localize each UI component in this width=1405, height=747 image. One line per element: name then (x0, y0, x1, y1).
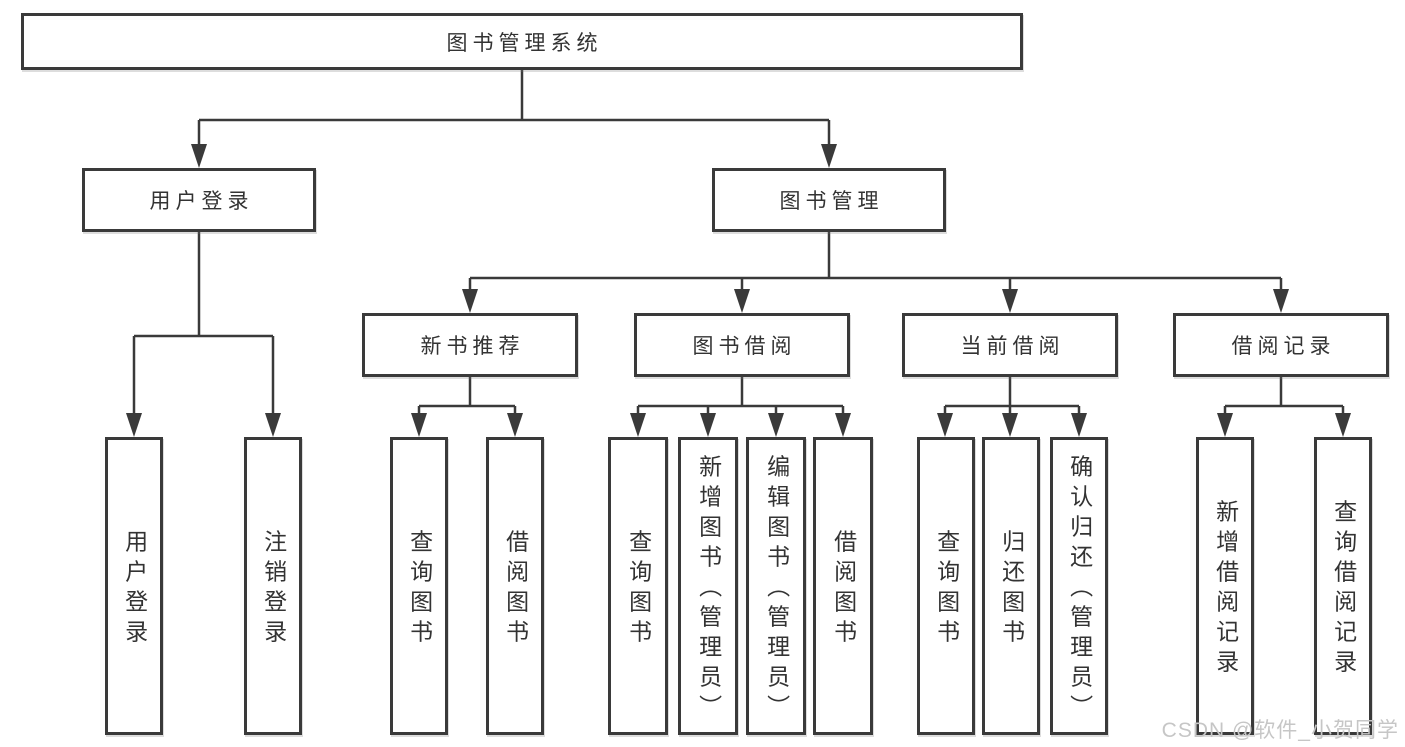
leaf-query-books-borrow: 查询图书 (608, 437, 668, 735)
node-new-book-recommend-label: 新书推荐 (420, 335, 525, 358)
arrow-down-icon (462, 289, 478, 313)
arrow-down-icon (835, 413, 851, 437)
arrow-down-icon (126, 413, 142, 437)
arrow-down-icon (1217, 413, 1233, 437)
connector-records-children (1217, 377, 1351, 437)
connector-current-children (937, 377, 1087, 437)
node-book-management: 图书管理 (712, 168, 946, 232)
arrow-down-icon (821, 144, 837, 168)
leaf-confirm-return-admin: 确认归还（管理员） (1050, 437, 1108, 735)
leaf-query-borrow-record: 查询借阅记录 (1314, 437, 1372, 735)
leaf-user-login-label: 用户登录 (121, 529, 148, 650)
node-current-borrow-label: 当前借阅 (960, 335, 1065, 358)
arrow-down-icon (191, 144, 207, 168)
leaf-return-book: 归还图书 (982, 437, 1040, 735)
node-library-system: 图书管理系统 (21, 13, 1023, 70)
leaf-query-books-borrow-label: 查询图书 (625, 529, 652, 650)
arrow-down-icon (734, 289, 750, 313)
leaf-logout-label: 注销登录 (260, 529, 287, 650)
node-book-borrow-label: 图书借阅 (692, 335, 797, 358)
leaf-query-borrow-record-label: 查询借阅记录 (1330, 499, 1357, 680)
node-user-login: 用户登录 (82, 168, 316, 232)
leaf-borrow-books-label: 借阅图书 (830, 529, 857, 650)
arrow-down-icon (1071, 413, 1087, 437)
connector-recommend-children (411, 377, 523, 437)
arrow-down-icon (507, 413, 523, 437)
arrow-down-icon (265, 413, 281, 437)
arrow-down-icon (1002, 413, 1018, 437)
node-borrow-records-label: 借阅记录 (1231, 335, 1336, 358)
connector-borrow-children (630, 377, 851, 437)
node-borrow-records: 借阅记录 (1173, 313, 1389, 377)
arrow-down-icon (1273, 289, 1289, 313)
watermark: CSDN @软件_小贺同学 (1161, 719, 1399, 742)
leaf-edit-book-admin: 编辑图书（管理员） (746, 437, 806, 735)
leaf-add-book-admin: 新增图书（管理员） (678, 437, 738, 735)
node-new-book-recommend: 新书推荐 (362, 313, 578, 377)
connector-book-management-children (462, 232, 1289, 313)
leaf-query-books-recommend-label: 查询图书 (406, 529, 433, 650)
leaf-add-borrow-record-label: 新增借阅记录 (1212, 499, 1239, 680)
leaf-return-book-label: 归还图书 (998, 529, 1025, 650)
connector-user-login-children (126, 232, 281, 437)
leaf-borrow-books: 借阅图书 (813, 437, 873, 735)
leaf-add-borrow-record: 新增借阅记录 (1196, 437, 1254, 735)
leaf-add-book-admin-label: 新增图书（管理员） (695, 454, 722, 725)
arrow-down-icon (1002, 289, 1018, 313)
connector-root-to-level2 (191, 70, 837, 168)
arrow-down-icon (768, 413, 784, 437)
leaf-edit-book-admin-label: 编辑图书（管理员） (763, 454, 790, 725)
leaf-confirm-return-admin-label: 确认归还（管理员） (1066, 454, 1093, 725)
node-current-borrow: 当前借阅 (902, 313, 1118, 377)
arrow-down-icon (411, 413, 427, 437)
leaf-query-books-current-label: 查询图书 (933, 529, 960, 650)
leaf-borrow-books-recommend: 借阅图书 (486, 437, 544, 735)
leaf-query-books-recommend: 查询图书 (390, 437, 448, 735)
node-book-borrow: 图书借阅 (634, 313, 850, 377)
leaf-logout: 注销登录 (244, 437, 302, 735)
node-book-management-label: 图书管理 (779, 190, 884, 213)
leaf-borrow-books-recommend-label: 借阅图书 (502, 529, 529, 650)
node-library-system-label: 图书管理系统 (446, 31, 603, 55)
arrow-down-icon (700, 413, 716, 437)
node-user-login-label: 用户登录 (149, 190, 254, 213)
leaf-user-login: 用户登录 (105, 437, 163, 735)
leaf-query-books-current: 查询图书 (917, 437, 975, 735)
arrow-down-icon (630, 413, 646, 437)
arrow-down-icon (937, 413, 953, 437)
arrow-down-icon (1335, 413, 1351, 437)
